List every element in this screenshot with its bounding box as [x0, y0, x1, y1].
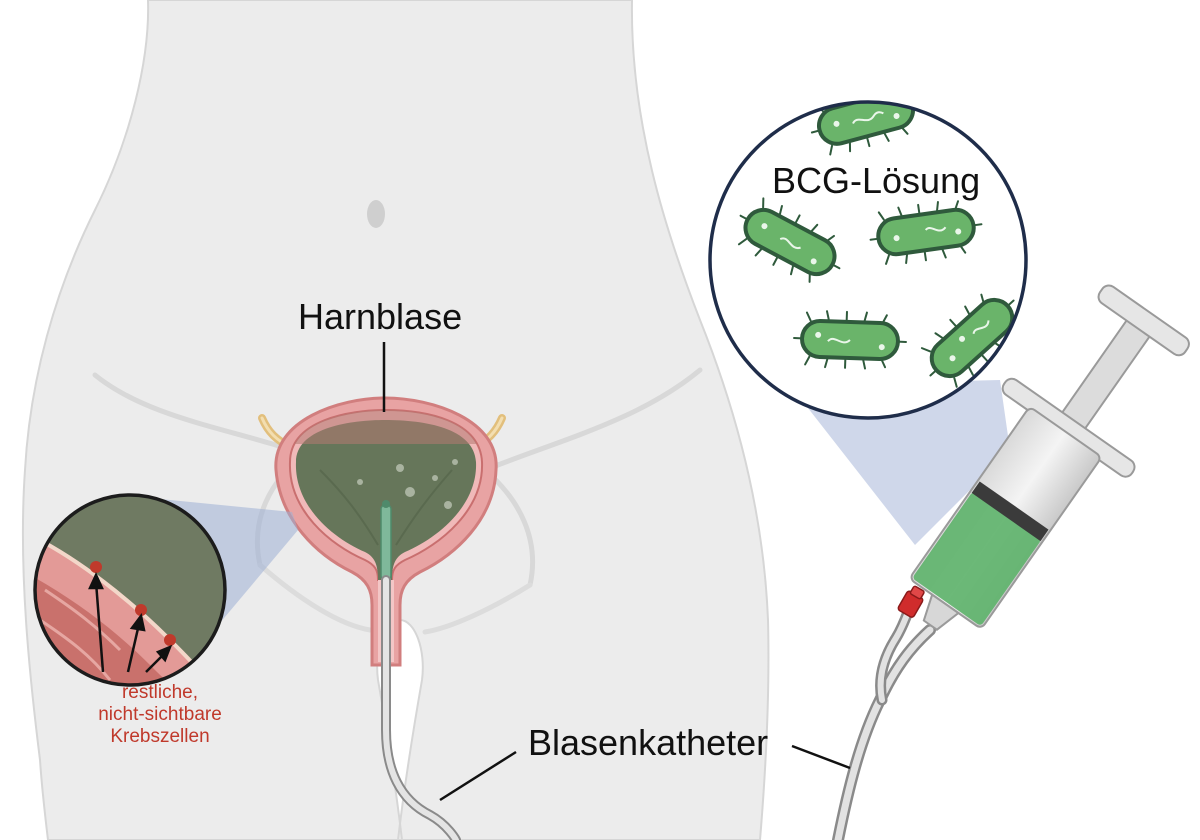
leader-lines — [382, 342, 851, 802]
bubble — [452, 459, 458, 465]
cancer-cells-label-line-3: Krebszellen — [110, 726, 210, 747]
cancer-cell — [90, 561, 102, 573]
bacterium-icon — [793, 310, 907, 370]
right-hip-contour — [480, 367, 703, 588]
magnifier-beam — [790, 380, 1010, 545]
catheter-tube-inner — [383, 577, 459, 840]
bacterium-icon — [920, 293, 1018, 388]
pointer-arrows — [88, 572, 173, 673]
bubble — [396, 464, 404, 472]
bacterium-icon — [869, 200, 983, 265]
bubble — [444, 501, 452, 509]
right-magnifier — [708, 100, 1028, 545]
inner-thigh-left — [257, 562, 373, 633]
muscle-fiber — [44, 588, 122, 652]
katheter-leader-left — [439, 750, 517, 802]
bacterium-icon — [737, 197, 841, 283]
bubble — [405, 487, 415, 497]
cancer-cell — [135, 604, 147, 616]
bladder — [274, 396, 498, 667]
catheter-external-segment-inner — [834, 626, 934, 840]
cancer-cells-label-line-2: nicht-sichtbare — [98, 704, 222, 725]
plunger-thumb — [1097, 284, 1190, 357]
syringe-tip — [922, 593, 961, 631]
connector-cap — [897, 585, 925, 618]
cancer-cells-label-line-1: restliche, — [121, 682, 199, 703]
plunger-seal — [971, 481, 1049, 542]
bubble — [432, 475, 438, 481]
bladder-fold — [319, 469, 379, 546]
catheter-eyelet — [382, 500, 390, 508]
left-magnifier — [33, 493, 298, 687]
magnifier-outline — [33, 493, 227, 687]
bcg-liquid — [913, 492, 1041, 625]
katheter-leader-right — [791, 744, 851, 770]
cancer-cell — [164, 634, 176, 646]
catheter-side-port-inner — [877, 609, 911, 703]
bladder-label: Harnblase — [298, 296, 463, 337]
bladder-content — [295, 420, 477, 580]
catheter-label: Blasenkatheter — [528, 722, 769, 763]
navel — [367, 200, 385, 228]
plunger-rod — [1058, 315, 1154, 434]
cancer-cells-label: restliche, nicht-sichtbare Krebszellen — [60, 682, 260, 748]
inner-thigh-right — [422, 582, 533, 635]
bubble — [357, 479, 363, 485]
syringe-icon — [910, 284, 1190, 631]
magnifier-outline — [708, 100, 1028, 420]
muscle-fiber — [39, 618, 112, 681]
catheter-tip — [380, 504, 392, 581]
bcg-solution-label: BCG-Lösung — [772, 160, 981, 201]
catheter — [381, 575, 936, 840]
bladder-fold — [395, 469, 453, 546]
